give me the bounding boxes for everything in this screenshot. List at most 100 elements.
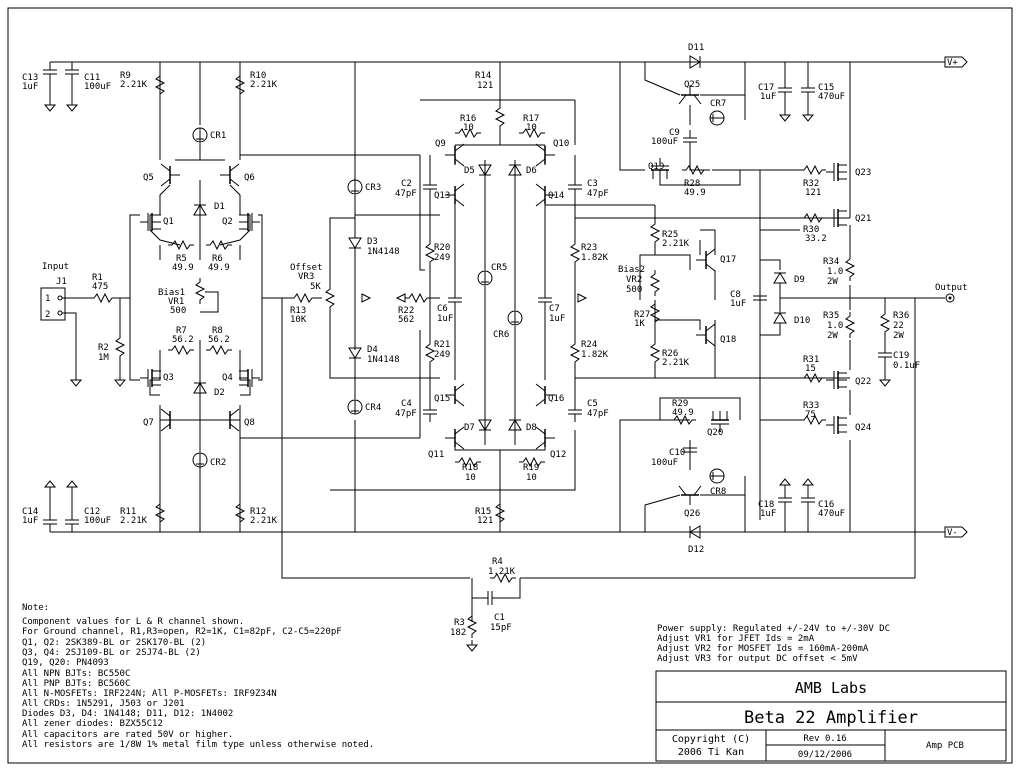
svg-text:C2: C2 xyxy=(401,179,412,189)
svg-text:C15: C15 xyxy=(818,83,834,93)
svg-text:10: 10 xyxy=(526,473,537,483)
svg-text:R22: R22 xyxy=(398,306,414,316)
svg-text:475: 475 xyxy=(92,282,108,292)
svg-text:C7: C7 xyxy=(549,304,560,314)
svg-text:1uF: 1uF xyxy=(549,314,565,324)
supply-notes: Power supply: Regulated +/-24V to +/-30V… xyxy=(657,624,890,664)
svg-text:Q18: Q18 xyxy=(720,335,736,345)
svg-text:R12: R12 xyxy=(250,507,266,517)
svg-text:47pF: 47pF xyxy=(587,409,609,419)
r4-resistor: R41.21K xyxy=(488,557,517,583)
q13-transistor: Q13 xyxy=(434,183,465,207)
q18-transistor: Q18 xyxy=(695,323,736,347)
svg-text:0.1uF: 0.1uF xyxy=(893,361,920,371)
svg-text:Q7: Q7 xyxy=(143,418,154,428)
svg-text:D3: D3 xyxy=(367,237,378,247)
svg-text:Adjust VR1 for JFET Ids = 2mA: Adjust VR1 for JFET Ids = 2mA xyxy=(657,634,815,644)
svg-text:49.9: 49.9 xyxy=(208,263,230,273)
svg-text:Q1, Q2: 2SK389-BL or 2SK170-BL: Q1, Q2: 2SK389-BL or 2SK170-BL (2) xyxy=(22,638,206,648)
svg-text:R31: R31 xyxy=(803,355,819,365)
board-name: Amp PCB xyxy=(926,741,964,751)
q24-mosfet: Q24 xyxy=(825,415,871,435)
svg-text:Q5: Q5 xyxy=(143,173,154,183)
svg-text:Q15: Q15 xyxy=(434,394,450,404)
date: 09/12/2006 xyxy=(798,750,852,760)
svg-text:D7: D7 xyxy=(464,423,475,433)
svg-text:500: 500 xyxy=(170,306,186,316)
svg-text:Component values for L & R cha: Component values for L & R channel shown… xyxy=(22,617,244,627)
svg-text:1uF: 1uF xyxy=(760,92,776,102)
svg-text:R23: R23 xyxy=(581,243,597,253)
q19-transistor: Q19 xyxy=(648,157,670,180)
svg-text:V-: V- xyxy=(947,528,958,538)
svg-text:2006 Ti Kan: 2006 Ti Kan xyxy=(678,747,744,758)
svg-text:121: 121 xyxy=(477,81,493,91)
q23-mosfet: Q23 xyxy=(825,162,871,182)
d1-diode: D1 xyxy=(193,202,225,216)
svg-text:Adjust VR2 for MOSFET Ids = 16: Adjust VR2 for MOSFET Ids = 160mA-200mA xyxy=(657,644,869,654)
svg-text:Adjust VR3 for output DC offse: Adjust VR3 for output DC offset < 5mV xyxy=(657,654,858,664)
svg-text:Q3: Q3 xyxy=(163,373,174,383)
cr8-crd: CR8 xyxy=(709,468,726,497)
q1-transistor: Q1 xyxy=(139,212,174,232)
svg-text:C17: C17 xyxy=(758,83,774,93)
svg-text:C19: C19 xyxy=(893,351,909,361)
svg-text:D5: D5 xyxy=(464,166,475,176)
d6-diode: D6 xyxy=(508,164,537,176)
svg-text:5K: 5K xyxy=(310,282,321,292)
svg-text:D6: D6 xyxy=(526,166,537,176)
svg-text:33.2: 33.2 xyxy=(805,234,827,244)
q26-transistor: Q26 xyxy=(678,485,702,519)
svg-text:C14: C14 xyxy=(22,507,38,517)
svg-text:182: 182 xyxy=(450,628,466,638)
svg-text:R2: R2 xyxy=(98,343,109,353)
svg-text:R30: R30 xyxy=(803,225,819,235)
cr1-crd: CR1 xyxy=(192,127,226,143)
svg-text:10: 10 xyxy=(526,123,537,133)
svg-text:121: 121 xyxy=(477,516,493,526)
svg-text:Q26: Q26 xyxy=(684,509,700,519)
svg-text:R9: R9 xyxy=(120,71,131,81)
svg-text:D8: D8 xyxy=(526,423,537,433)
svg-text:R29: R29 xyxy=(672,399,688,409)
sheet-border xyxy=(7,7,1013,764)
svg-text:100uF: 100uF xyxy=(651,458,678,468)
svg-text:R20: R20 xyxy=(434,243,450,253)
svg-text:Bias1: Bias1 xyxy=(158,288,185,298)
d8-diode: D8 xyxy=(508,419,537,433)
svg-text:D12: D12 xyxy=(688,545,704,555)
svg-text:1.0: 1.0 xyxy=(827,321,843,331)
svg-text:CR5: CR5 xyxy=(491,263,507,273)
input-connector: Input J1 12 xyxy=(40,262,90,387)
svg-text:Q2: Q2 xyxy=(222,217,233,227)
svg-text:Q10: Q10 xyxy=(553,139,569,149)
svg-text:47pF: 47pF xyxy=(587,189,609,199)
svg-text:470uF: 470uF xyxy=(818,509,845,519)
svg-text:R17: R17 xyxy=(523,114,539,124)
svg-text:1K: 1K xyxy=(634,319,645,329)
bottom-regulator xyxy=(644,397,809,532)
